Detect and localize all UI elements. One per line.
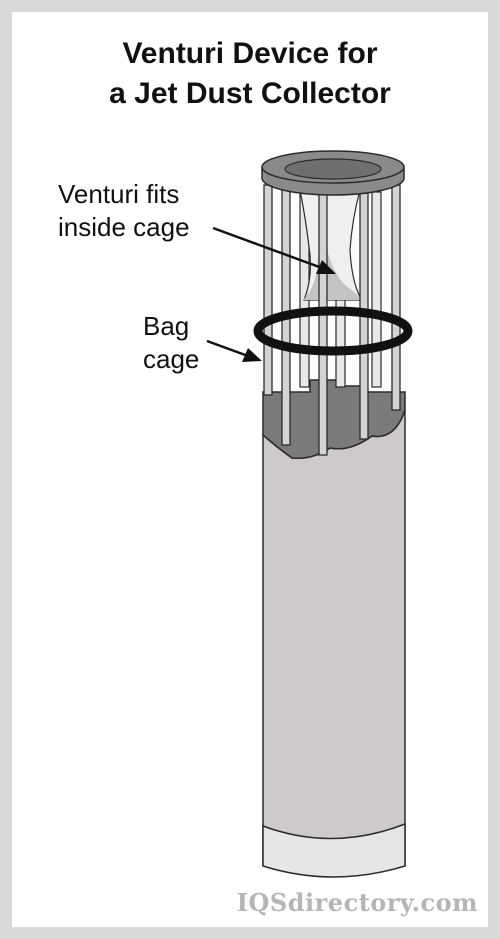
bag-cage-callout-line-2: cage (143, 344, 200, 374)
venturi-callout-line-2: inside cage (58, 212, 190, 242)
cage-top-opening (284, 158, 382, 180)
bag-bottom-cuff (262, 822, 406, 878)
venturi-callout-line-1: Venturi fits (58, 179, 180, 209)
title-line-1: Venturi Device for (122, 37, 378, 70)
watermark: IQSdirectory.com (236, 888, 478, 917)
filter-bag (262, 409, 406, 876)
diagram-title: Venturi Device for a Jet Dust Collector (0, 34, 500, 114)
cage-ring (253, 306, 413, 356)
venturi-arrow (212, 226, 336, 274)
bag-cage-callout-line-1: Bag (143, 311, 190, 341)
bag-cage-arrow (206, 339, 262, 362)
title-line-2: a Jet Dust Collector (109, 77, 391, 110)
bag-cage-callout: Bag cage (143, 310, 199, 376)
dust-layer (262, 379, 406, 460)
diagram-panel (12, 12, 488, 927)
venturi-callout: Venturi fits inside cage (58, 178, 190, 244)
venturi-shadow (303, 230, 362, 300)
